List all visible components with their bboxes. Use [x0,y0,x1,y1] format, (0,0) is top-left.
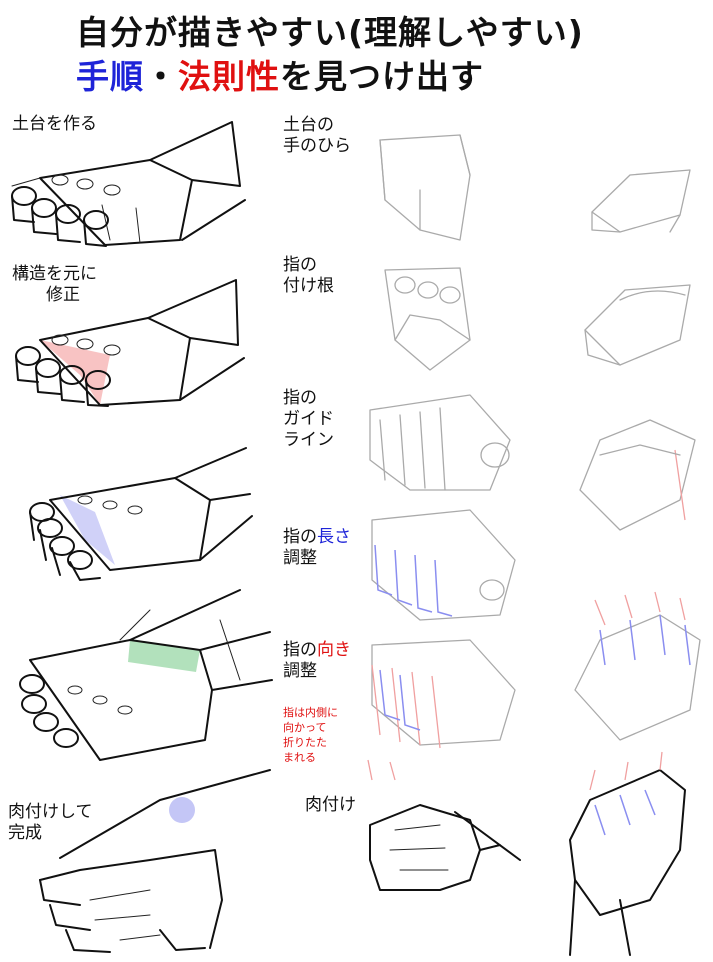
label-step-correct: 構造を元に 修正 [12,264,97,305]
label-palm-base: 土台の 手のひら [283,115,351,156]
block-hand-sketch-1 [11,121,246,247]
subtitle-tail: を見つけ出す [280,57,484,96]
label-finger-direction: 指の向き [283,640,351,661]
finger-base-sketch-right [584,284,691,366]
label-flesh: 肉付け [305,795,356,815]
label-finger-length-suffix: 調整 [283,548,317,568]
label-finger-direction-suffix: 調整 [283,661,317,681]
length-adjust-sketch-right [574,591,701,741]
subtitle-separator: ・ [144,57,178,96]
label-finger-direction-prefix: 指の [283,640,317,660]
note-finger-fold: 指は内側に 向かって 折りたた まれる [283,706,338,764]
final-hand-sketch [39,769,271,953]
length-adjust-sketch-mid [371,509,516,621]
subtitle-steps: 手順 [76,57,144,96]
guide-line-sketch-right [579,419,696,531]
palm-block-sketch-mid [379,134,471,241]
flesh-sketch-mid [369,804,521,891]
finger-base-sketch-mid [384,267,471,371]
label-step-complete: 肉付けして 完成 [8,802,93,843]
guide-line-sketch-mid [369,394,511,491]
flesh-sketch-right [569,751,686,956]
block-hand-sketch-3 [29,447,253,581]
label-finger-length-highlight: 長さ [317,527,351,547]
page-subtitle: 手順・法則性を見つけ出す [76,50,484,98]
label-finger-direction-highlight: 向き [317,640,351,660]
block-hand-sketch-2 [15,279,245,407]
label-finger-length: 指の長さ [283,527,351,548]
block-hand-sketch-4 [19,589,273,761]
page-title: 自分が描きやすい(理解しやすい) [76,13,584,52]
label-finger-guide: 指の ガイド ライン [283,388,334,450]
label-step-base: 土台を作る [12,114,97,134]
label-finger-base: 指の 付け根 [283,255,334,296]
label-finger-length-prefix: 指の [283,527,317,547]
direction-adjust-sketch-mid [367,639,516,781]
palm-block-sketch-right [591,169,691,233]
subtitle-rules: 法則性 [178,57,280,96]
